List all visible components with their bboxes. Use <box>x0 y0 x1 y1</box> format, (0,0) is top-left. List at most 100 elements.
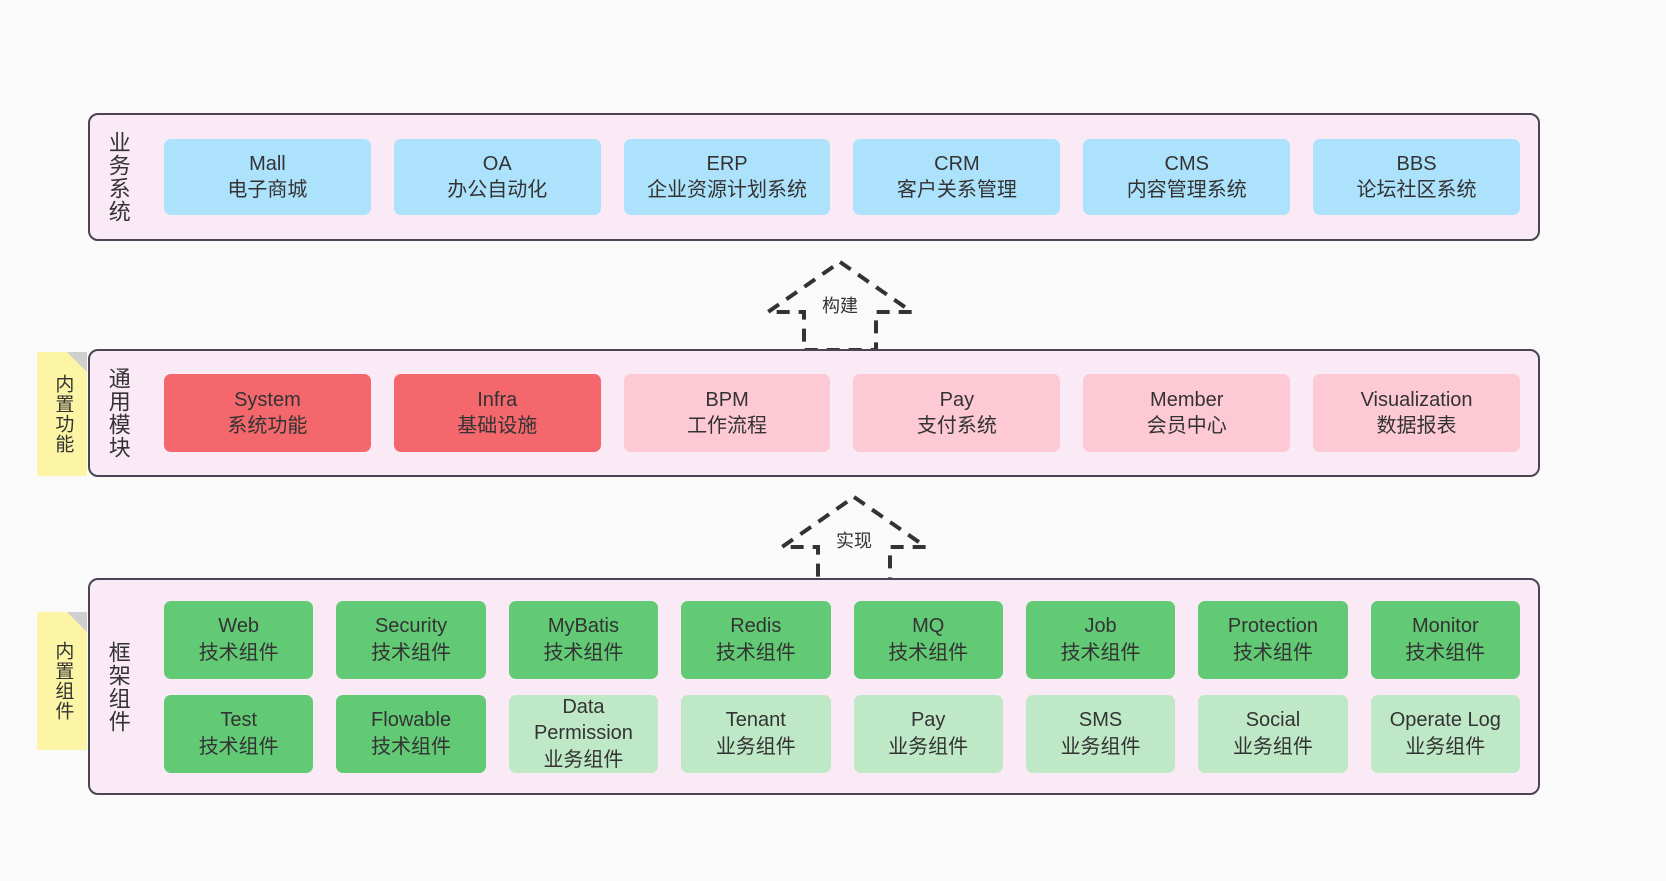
card-flowable[interactable]: Flowable 技术组件 <box>336 694 486 773</box>
arrow-realize: 实现 <box>774 491 934 591</box>
card-title-en: Flowable <box>371 709 452 732</box>
card-system[interactable]: System 系统功能 <box>164 374 371 452</box>
card-title-en: Web <box>218 615 260 638</box>
card-pay-business[interactable]: Pay 业务组件 <box>853 694 1003 773</box>
layer-common-title: 通用模块 <box>105 367 131 459</box>
card-title-en: Data Permission <box>533 695 633 745</box>
layer-framework-component: 框架组件 Web 技术组件 Security 技术组件 MyBatis 技术组件… <box>88 578 1540 795</box>
card-pay[interactable]: Pay 支付系统 <box>853 374 1061 452</box>
card-mq[interactable]: MQ 技术组件 <box>853 600 1003 679</box>
card-title-cn: 业务组件 <box>1232 735 1313 758</box>
card-title-cn: 技术组件 <box>1060 641 1141 664</box>
card-title-cn: 技术组件 <box>371 735 452 758</box>
card-web[interactable]: Web 技术组件 <box>164 600 314 679</box>
card-sms[interactable]: SMS 业务组件 <box>1025 694 1176 773</box>
layer-common-body: System 系统功能 Infra 基础设施 BPM 工作流程 Pay 支付系统… <box>146 351 1538 475</box>
card-title-cn: 支付系统 <box>916 415 997 437</box>
card-title-en: Infra <box>477 388 518 411</box>
arrow-realize-label: 实现 <box>836 531 872 551</box>
card-security[interactable]: Security 技术组件 <box>336 600 486 679</box>
card-test[interactable]: Test 技术组件 <box>164 694 314 773</box>
card-title-cn: 系统功能 <box>227 415 308 437</box>
card-title-en: Job <box>1084 615 1117 638</box>
arrow-realize-shape <box>775 494 933 587</box>
card-crm[interactable]: CRM 客户关系管理 <box>853 139 1061 215</box>
card-title-en: Test <box>220 709 258 732</box>
arrow-build-label: 构建 <box>822 296 858 316</box>
card-title-en: MyBatis <box>547 615 619 638</box>
card-tenant[interactable]: Tenant 业务组件 <box>681 694 831 773</box>
card-bbs[interactable]: BBS 论坛社区系统 <box>1313 139 1520 215</box>
card-title-en: Operate Log <box>1389 709 1501 732</box>
framework-tech-row: Web 技术组件 Security 技术组件 MyBatis 技术组件 Redi… <box>164 600 1520 679</box>
card-bpm[interactable]: BPM 工作流程 <box>623 374 831 452</box>
card-title-en: MQ <box>912 615 945 638</box>
card-title-cn: 技术组件 <box>715 641 796 664</box>
card-title-cn: 会员中心 <box>1146 415 1227 437</box>
card-title-en: Social <box>1245 709 1301 732</box>
card-title-en: Visualization <box>1360 388 1473 411</box>
arrow-build-shape <box>761 259 919 352</box>
card-title-en: Redis <box>730 615 782 638</box>
card-mybatis[interactable]: MyBatis 技术组件 <box>508 600 659 679</box>
card-title-cn: 业务组件 <box>715 735 796 758</box>
layer-common-module: 通用模块 System 系统功能 Infra 基础设施 BPM 工作流程 Pay… <box>88 349 1540 477</box>
card-title-cn: 企业资源计划系统 <box>647 179 808 201</box>
note-builtin-component-label: 内置组件 <box>52 641 74 721</box>
card-title-en: OA <box>482 152 512 175</box>
layer-business-title: 业务系统 <box>105 131 131 223</box>
card-operate-log[interactable]: Operate Log 业务组件 <box>1370 694 1520 773</box>
card-title-cn: 技术组件 <box>888 641 969 664</box>
card-oa[interactable]: OA 办公自动化 <box>393 139 601 215</box>
card-title-en: CMS <box>1164 152 1209 175</box>
note-builtin-feature-label: 内置功能 <box>52 374 74 454</box>
card-member[interactable]: Member 会员中心 <box>1083 374 1291 452</box>
card-title-en: BBS <box>1396 152 1437 175</box>
card-erp[interactable]: ERP 企业资源计划系统 <box>623 139 831 215</box>
card-title-cn: 论坛社区系统 <box>1356 179 1477 201</box>
card-title-cn: 业务组件 <box>888 735 969 758</box>
card-title-cn: 基础设施 <box>457 415 538 437</box>
card-social[interactable]: Social 业务组件 <box>1198 694 1348 773</box>
framework-business-row: Test 技术组件 Flowable 技术组件 Data Permission … <box>164 694 1520 773</box>
card-title-cn: 技术组件 <box>1232 641 1313 664</box>
card-title-en: Pay <box>910 709 946 732</box>
card-title-en: Protection <box>1227 615 1318 638</box>
note-builtin-feature: 内置功能 <box>37 352 87 476</box>
card-title-cn: 技术组件 <box>1405 641 1486 664</box>
card-title-cn: 业务组件 <box>1405 735 1486 758</box>
card-title-en: Mall <box>249 152 286 175</box>
arrow-build: 构建 <box>760 256 920 356</box>
card-title-cn: 业务组件 <box>543 748 624 771</box>
card-data-permission[interactable]: Data Permission 业务组件 <box>508 694 659 773</box>
card-title-en: CRM <box>934 152 980 175</box>
card-infra[interactable]: Infra 基础设施 <box>393 374 601 452</box>
business-card-row: Mall 电子商城 OA 办公自动化 ERP 企业资源计划系统 CRM 客户关系… <box>164 139 1520 215</box>
card-title-en: SMS <box>1078 709 1123 732</box>
card-cms[interactable]: CMS 内容管理系统 <box>1083 139 1291 215</box>
card-visualization[interactable]: Visualization 数据报表 <box>1313 374 1520 452</box>
card-title-cn: 客户关系管理 <box>896 179 1017 201</box>
card-job[interactable]: Job 技术组件 <box>1025 600 1176 679</box>
card-title-cn: 工作流程 <box>687 415 768 437</box>
card-title-cn: 内容管理系统 <box>1126 179 1247 201</box>
card-monitor[interactable]: Monitor 技术组件 <box>1370 600 1520 679</box>
card-title-cn: 电子商城 <box>227 179 308 201</box>
card-mall[interactable]: Mall 电子商城 <box>164 139 371 215</box>
layer-framework-body: Web 技术组件 Security 技术组件 MyBatis 技术组件 Redi… <box>146 580 1538 793</box>
card-title-cn: 技术组件 <box>543 641 624 664</box>
card-title-cn: 技术组件 <box>198 735 279 758</box>
card-title-en: System <box>234 388 301 411</box>
card-title-cn: 数据报表 <box>1376 415 1457 437</box>
card-title-en: Member <box>1150 388 1224 411</box>
card-redis[interactable]: Redis 技术组件 <box>681 600 831 679</box>
card-protection[interactable]: Protection 技术组件 <box>1198 600 1348 679</box>
card-title-en: Pay <box>939 388 975 411</box>
card-title-en: Monitor <box>1411 615 1479 638</box>
card-title-en: Tenant <box>725 709 786 732</box>
layer-business-body: Mall 电子商城 OA 办公自动化 ERP 企业资源计划系统 CRM 客户关系… <box>146 115 1538 239</box>
card-title-en: ERP <box>706 152 748 175</box>
layer-framework-title: 框架组件 <box>105 640 131 733</box>
card-title-cn: 技术组件 <box>198 641 279 664</box>
